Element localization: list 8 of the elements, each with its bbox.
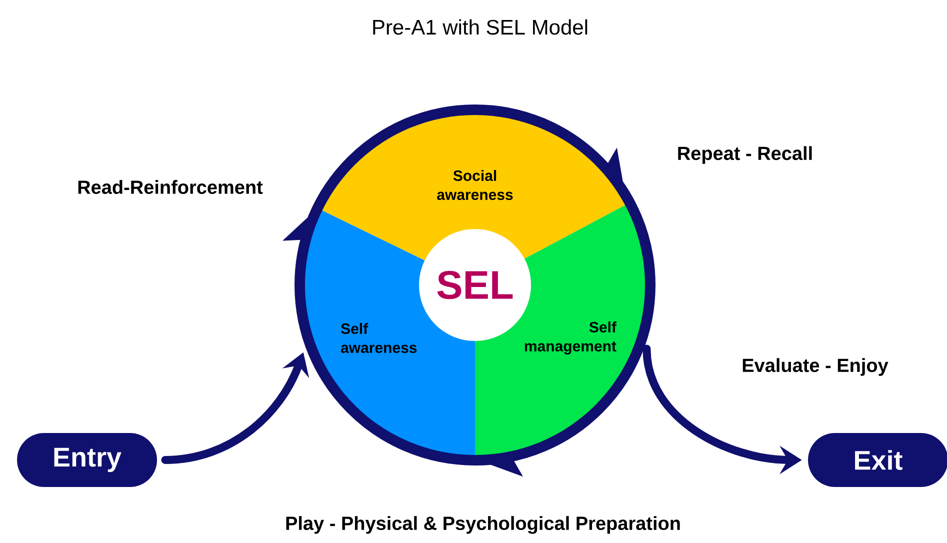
terminal-pill: Entry: [17, 432, 157, 487]
cycle-wheel: [282, 104, 656, 477]
stage-label: Evaluate - Enjoy: [742, 358, 888, 376]
stage-label: Play - Physical & Psychological Preparation: [286, 516, 680, 534]
terminal-pill: Exit: [808, 432, 947, 487]
stage-label: Repeat - Recall: [678, 146, 812, 164]
stage-label: Read-Reinforcement: [78, 180, 263, 194]
title: Pre-A1 with SEL Model: [373, 19, 588, 35]
